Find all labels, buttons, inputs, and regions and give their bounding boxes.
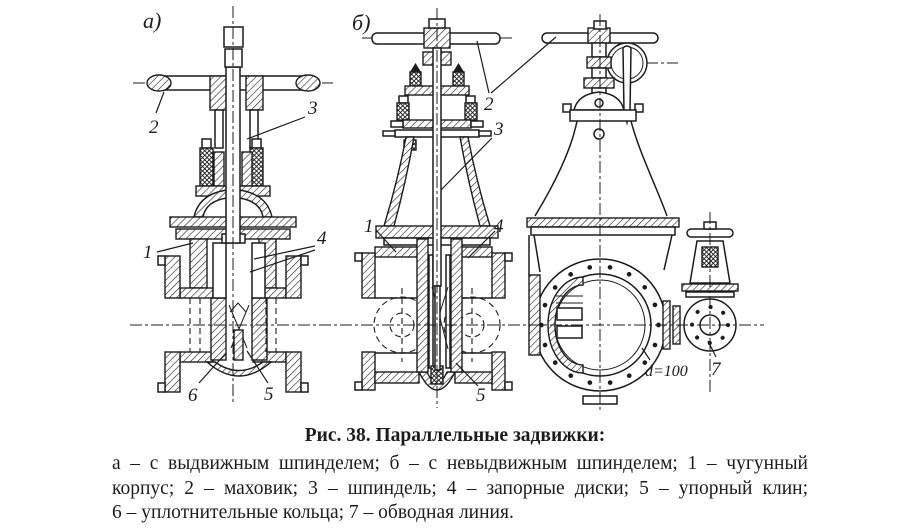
part-label-5-valve-b: 5 (476, 385, 486, 406)
caption-line-3: 6 – уплотнительные кольца; 7 – обводная … (112, 502, 514, 523)
leader-lines (155, 36, 717, 387)
panel-label-b: б) (352, 10, 370, 35)
gate-valves-technical-drawing: а) б) 2 3 1 4 6 5 1 4 5 3 2 7 d=100 (130, 6, 764, 410)
panel-label-a: а) (143, 8, 161, 33)
valve-a-section-drawing (133, 6, 333, 404)
diameter-annotation: d=100 (645, 363, 688, 380)
part-label-2-shared: 2 (484, 94, 494, 115)
part-label-3-valve-b: 3 (493, 119, 504, 140)
part-label-5-valve-a: 5 (264, 384, 274, 405)
figure-caption-body: а – с выдвижным шпинделем; б – с невыдви… (112, 452, 808, 526)
handwheel-end-left (146, 74, 172, 92)
part-label-1-valve-a: 1 (143, 242, 153, 263)
handwheel-end-right (295, 74, 321, 92)
part-label-7-bypass: 7 (711, 359, 722, 380)
valve-external-view-drawing (526, 14, 739, 410)
part-label-1-valve-b: 1 (364, 216, 374, 237)
valve-b-section-drawing (354, 8, 513, 408)
caption-line-1: а – с выдвижным шпинделем; б – с невыдви… (112, 453, 808, 474)
part-label-6-valve-a: 6 (188, 385, 198, 406)
part-label-4-valve-b: 4 (494, 216, 504, 237)
part-label-3-valve-a: 3 (307, 98, 318, 119)
part-label-4-valve-a: 4 (317, 228, 327, 249)
figure-caption: Рис. 38. Параллельные задвижки: а – с вы… (0, 424, 910, 526)
figure-caption-title: Рис. 38. Параллельные задвижки: (304, 425, 606, 446)
part-label-2-valve-a: 2 (149, 117, 159, 138)
caption-line-2: корпус; 2 – маховик; 3 – шпиндель; 4 – з… (112, 477, 808, 499)
